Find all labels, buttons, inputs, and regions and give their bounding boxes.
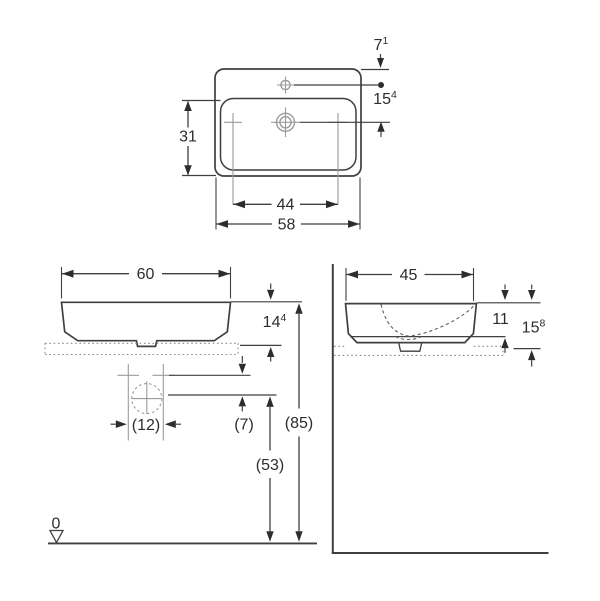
arrow-right-icon: [348, 220, 360, 228]
dim-label-53: (53): [256, 457, 284, 474]
arrow-left-icon: [62, 269, 74, 278]
basin-side-outline: [344, 302, 478, 344]
dim-outer-depth-45: 45: [345, 267, 475, 301]
top-view: 71 154 31 44: [179, 35, 397, 233]
arrow-up-icon: [377, 121, 385, 132]
dim-hole-to-drain: (7): [234, 356, 254, 434]
dim-drain-level: (53): [256, 396, 284, 542]
arrow-up-icon: [184, 101, 192, 111]
arrow-right-icon: [326, 200, 338, 209]
reference-dot: [378, 82, 384, 88]
arrow-up-icon: [238, 396, 246, 407]
front-view: 60 144: [44, 266, 317, 545]
arrow-down-icon: [238, 363, 246, 374]
arrow-down-icon: [266, 531, 274, 542]
arrow-down-icon: [501, 290, 509, 300]
side-hole-marker-right: [329, 113, 347, 205]
dim-hole-spacing: (12): [110, 417, 181, 434]
dim-label-11: 11: [492, 311, 509, 328]
arrow-down-icon: [295, 531, 303, 542]
dim-label-60: 60: [137, 266, 155, 283]
dim-label-45: 45: [400, 267, 418, 284]
dim-bowl-depth: 31: [179, 99, 221, 177]
dim-side-holes-span: 44: [233, 197, 338, 214]
dim-label-14-4: 144: [263, 312, 287, 331]
drain-boss-outline: [397, 342, 423, 352]
arrow-left-icon: [216, 220, 228, 228]
side-view: 45 11 158: [331, 264, 549, 554]
arrow-left-icon: [346, 270, 358, 279]
dim-label-12: (12): [132, 417, 160, 434]
mount-hole-marker-left: [117, 364, 139, 441]
dim-label-15-8: 158: [522, 318, 546, 337]
drain-hidden-contour: [395, 336, 421, 341]
dim-label-85: (85): [285, 415, 313, 432]
dim-label-7-1: 71: [374, 35, 389, 54]
dim-body-height-11: 11: [492, 284, 509, 353]
arrow-up-icon: [501, 338, 509, 349]
arrow-down-icon: [267, 289, 275, 300]
dim-label-0: 0: [52, 516, 61, 533]
arrow-up-icon: [528, 350, 536, 361]
dim-total-height-15-8: 158: [513, 284, 546, 367]
dim-outer-width-60: 60: [60, 266, 232, 299]
dim-tap-setback: 71: [361, 35, 389, 71]
arrow-down-icon: [184, 165, 192, 176]
dim-label-15-4: 154: [373, 89, 397, 108]
drain-trap-marker: [131, 381, 163, 415]
arrow-right-icon: [115, 420, 127, 428]
arrow-left-icon: [164, 420, 176, 428]
arrow-up-icon: [295, 303, 303, 314]
dim-label-7: (7): [234, 417, 254, 434]
dim-label-31: 31: [179, 129, 197, 146]
zero-level-marker: 0: [48, 516, 65, 544]
dim-label-58: 58: [278, 216, 296, 233]
level-triangle-icon: [48, 529, 65, 544]
dim-tap-to-drain: 154: [294, 82, 397, 137]
tap-hole: [277, 76, 294, 94]
basin-front-outline: [60, 301, 232, 348]
drain-hole: [271, 107, 300, 137]
dim-rim-level: (85): [231, 301, 313, 542]
dim-height-above-counter: 144: [240, 283, 287, 362]
dim-outer-width-58: 58: [215, 177, 361, 233]
arrow-up-icon: [267, 347, 275, 357]
arrow-right-icon: [218, 269, 230, 278]
arrow-up-icon: [266, 396, 274, 407]
arrow-left-icon: [233, 200, 245, 209]
side-hole-marker-left: [224, 113, 242, 205]
arrow-down-icon: [528, 290, 536, 300]
arrow-right-icon: [461, 270, 473, 279]
arrow-down-icon: [377, 58, 384, 68]
dim-label-44: 44: [277, 197, 295, 214]
bowl-hidden-contour: [380, 304, 475, 337]
counter-outline-dotted: [44, 342, 239, 356]
basin-rim-inner-edge: [219, 97, 357, 171]
